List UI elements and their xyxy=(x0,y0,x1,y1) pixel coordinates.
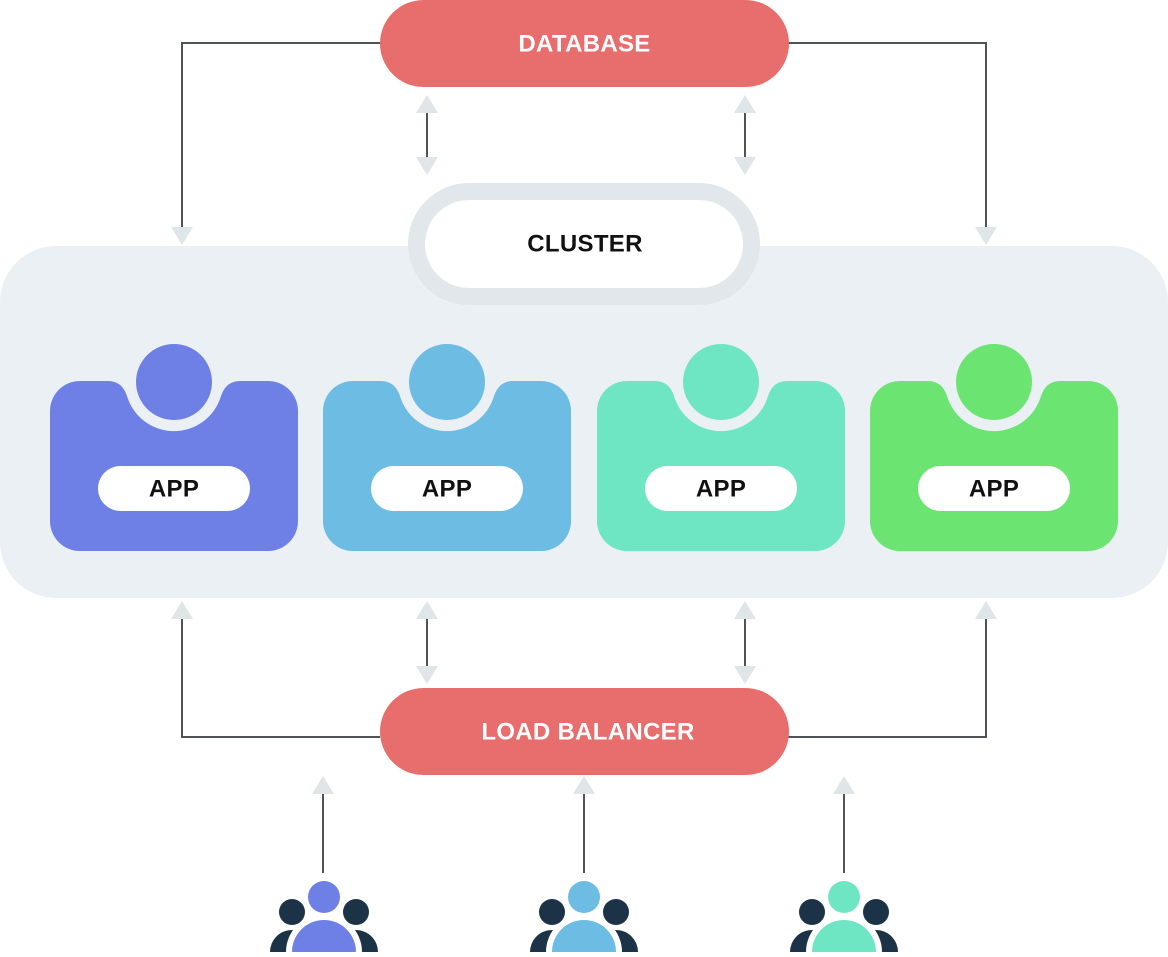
app-card-3: APP xyxy=(597,344,845,551)
arrow-down-icon xyxy=(416,157,438,175)
arrow-down-icon xyxy=(171,227,193,245)
app-label: APP xyxy=(149,476,199,503)
app-label-pill xyxy=(645,466,797,511)
arrow-down-icon xyxy=(734,157,756,175)
user-group-icon xyxy=(270,878,378,952)
arrow-down-icon xyxy=(975,227,997,245)
arrow-up-icon xyxy=(975,601,997,619)
app-card-4: APP xyxy=(870,344,1118,551)
cluster-pill xyxy=(425,200,743,288)
user-groups xyxy=(270,878,898,952)
load-balancer-pill xyxy=(380,688,789,775)
database-pill xyxy=(380,0,789,87)
cluster-node: CLUSTER xyxy=(408,183,760,305)
load-balancer-node: LOAD BALANCER xyxy=(380,688,789,775)
arrow-up-icon xyxy=(573,776,595,794)
app-avatar-icon xyxy=(956,344,1032,420)
app-label: APP xyxy=(696,476,746,503)
arrow-down-icon xyxy=(734,666,756,684)
database-node: DATABASE xyxy=(380,0,789,87)
lb-right-connector xyxy=(788,618,987,738)
app-label: APP xyxy=(969,476,1019,503)
arrow-down-icon xyxy=(416,666,438,684)
arrow-up-icon xyxy=(312,776,334,794)
app-avatar-icon xyxy=(136,344,212,420)
db-right-connector xyxy=(788,42,987,230)
user-group-icon xyxy=(790,878,898,952)
database-label: DATABASE xyxy=(518,31,650,58)
arrow-up-icon xyxy=(833,776,855,794)
cluster-label: CLUSTER xyxy=(527,231,642,258)
app-card-1: APP xyxy=(50,344,298,551)
lb-left-connector xyxy=(181,618,380,738)
app-avatar-icon xyxy=(409,344,485,420)
db-left-connector xyxy=(181,42,380,230)
arrow-up-icon xyxy=(734,95,756,113)
arrow-up-icon xyxy=(734,601,756,619)
app-label-pill xyxy=(371,466,523,511)
connector-lines xyxy=(181,42,987,873)
app-label-pill xyxy=(98,466,250,511)
user-group-icon xyxy=(530,878,638,952)
arrow-up-icon xyxy=(171,601,193,619)
app-label-pill xyxy=(918,466,1070,511)
load-balancer-label: LOAD BALANCER xyxy=(481,719,694,746)
arrow-up-icon xyxy=(416,95,438,113)
arrow-up-icon xyxy=(416,601,438,619)
app-cards: APP APP APP APP xyxy=(50,344,1118,551)
app-label: APP xyxy=(422,476,472,503)
arrow-heads xyxy=(171,95,997,794)
app-card-2: APP xyxy=(323,344,571,551)
app-avatar-icon xyxy=(683,344,759,420)
